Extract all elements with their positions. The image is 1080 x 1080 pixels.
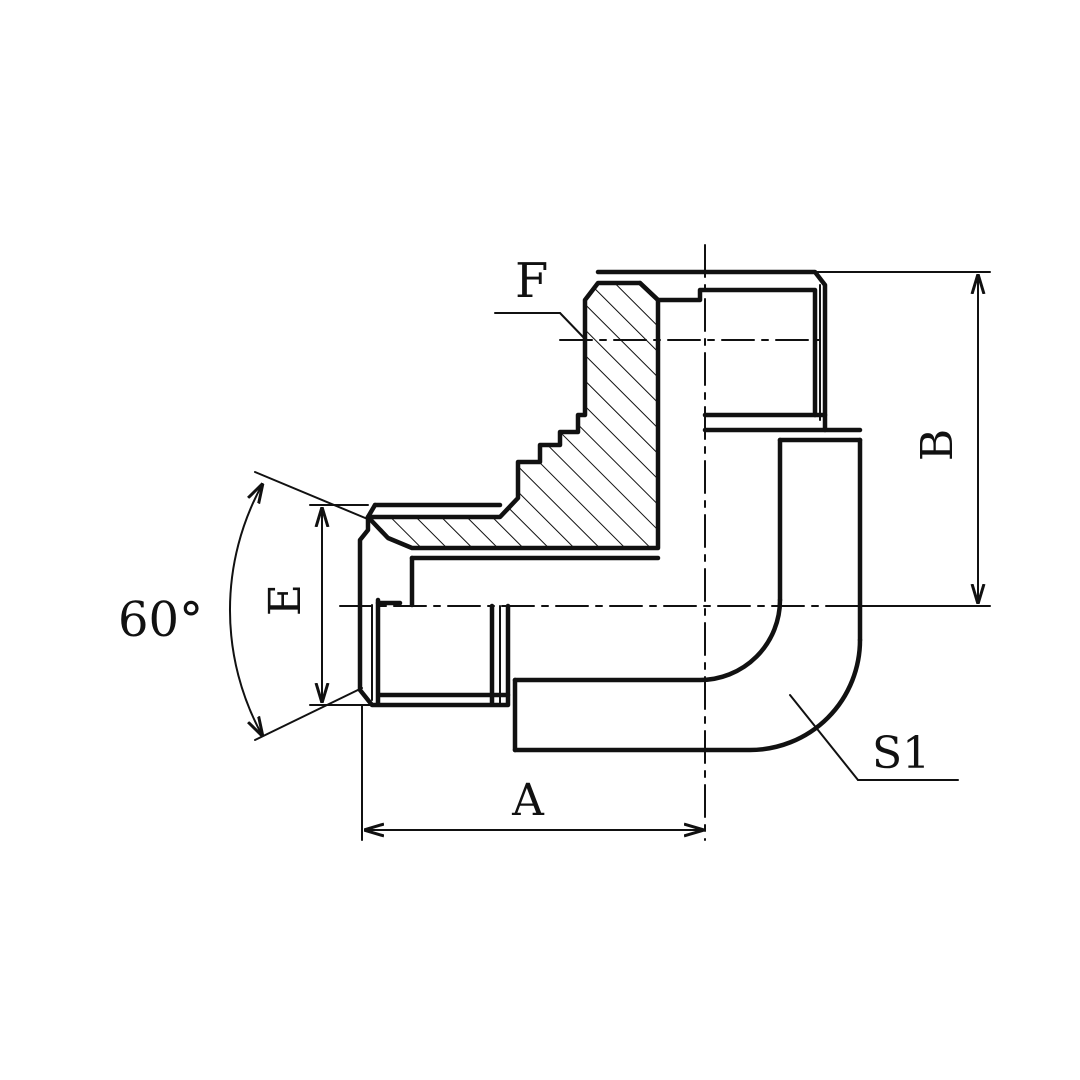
label-e: E	[260, 584, 311, 616]
label-angle: 60°	[118, 592, 203, 648]
leader-f: F	[494, 253, 587, 341]
dimension-e: E	[260, 504, 373, 706]
label-f: F	[515, 253, 548, 309]
leader-s1: S1	[789, 694, 959, 781]
label-b: B	[912, 429, 963, 461]
dimension-b: B	[814, 271, 991, 607]
angle-dimension: 60°	[118, 471, 371, 740]
dimension-a: A	[361, 704, 702, 841]
center-lines	[339, 244, 981, 841]
label-a: A	[511, 775, 545, 826]
hatched-section	[365, 280, 661, 551]
label-s1: S1	[872, 728, 930, 779]
